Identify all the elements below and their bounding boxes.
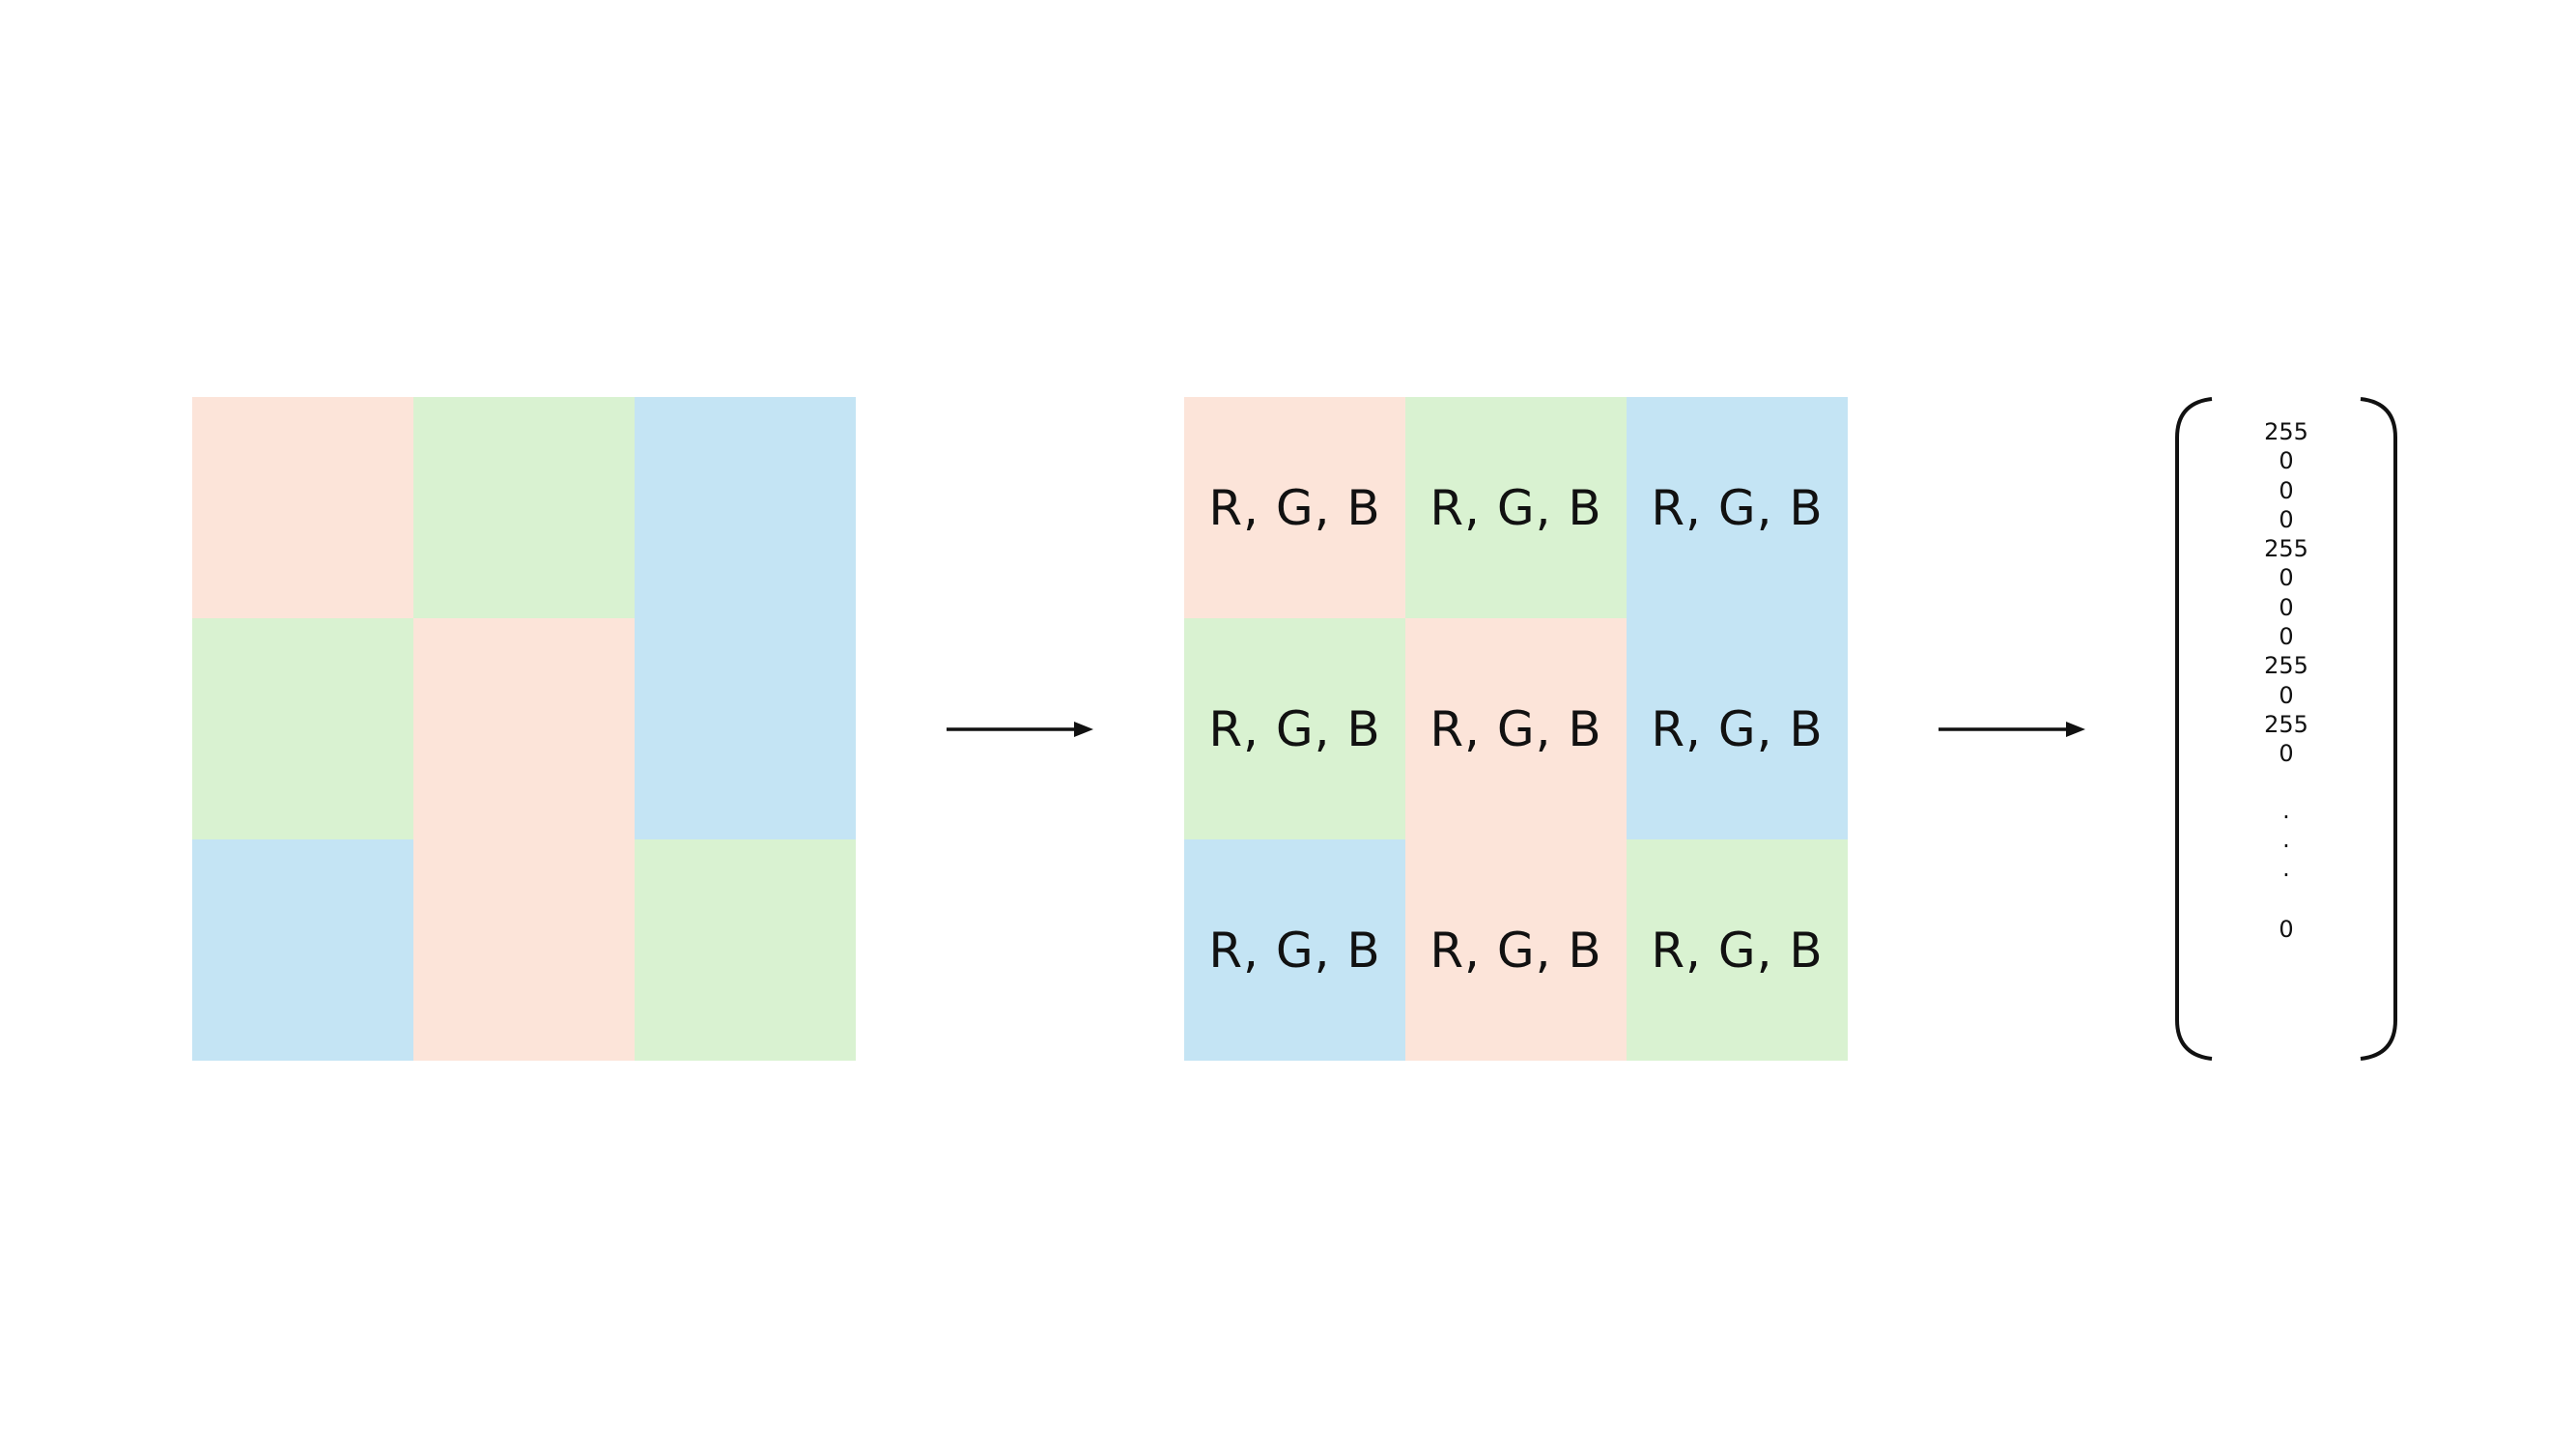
vector-value: 0 xyxy=(2279,564,2294,592)
rgb-cell: R, G, B xyxy=(1627,839,1848,1061)
pixel-cell xyxy=(413,618,635,1061)
rgb-cell: R, G, B xyxy=(1184,618,1405,839)
vector-value: 0 xyxy=(2279,505,2294,533)
vector-value: 0 xyxy=(2279,593,2294,621)
pixel-cell xyxy=(192,839,413,1061)
right-arrow-icon xyxy=(1939,722,2085,737)
rgb-cell: R, G, B xyxy=(1184,397,1405,618)
pixel-grid xyxy=(192,397,856,1061)
vector-value: 255 xyxy=(2264,418,2308,445)
vector-value: 0 xyxy=(2279,681,2294,709)
vector-value: 255 xyxy=(2264,652,2308,680)
flattened-vector: 255 0 0 0 255 0 0 0 255 0 255 0 . . . 0 xyxy=(2222,417,2351,944)
vector-value: 0 xyxy=(2279,740,2294,768)
pixel-cell xyxy=(413,397,635,618)
pixel-cell xyxy=(192,618,413,839)
left-bracket-icon xyxy=(2175,397,2213,1061)
pixel-cell xyxy=(635,397,856,839)
vector-value: 0 xyxy=(2279,623,2294,651)
right-arrow-icon xyxy=(947,722,1093,737)
rgb-cell: R, G, B xyxy=(1627,397,1848,618)
vector-ellipsis-dot: . xyxy=(2282,855,2290,883)
right-bracket-icon xyxy=(2360,397,2397,1061)
rgb-grid: R, G, B R, G, B R, G, B R, G, B R, G, B … xyxy=(1184,397,1848,1061)
rgb-cell: R, G, B xyxy=(1405,618,1627,839)
rgb-cell: R, G, B xyxy=(1627,618,1848,839)
rgb-cell: R, G, B xyxy=(1184,839,1405,1061)
vector-value-last: 0 xyxy=(2279,916,2294,944)
vector-value: 0 xyxy=(2279,476,2294,504)
vector-ellipsis-dot: . xyxy=(2282,826,2290,854)
vector-value: 0 xyxy=(2279,447,2294,475)
vector-value: 255 xyxy=(2264,710,2308,738)
pixel-cell xyxy=(192,397,413,618)
rgb-cell: R, G, B xyxy=(1405,397,1627,618)
rgb-cell: R, G, B xyxy=(1405,839,1627,1061)
pixel-cell xyxy=(635,839,856,1061)
vector-ellipsis-dot: . xyxy=(2282,796,2290,824)
vector-value: 255 xyxy=(2264,535,2308,563)
